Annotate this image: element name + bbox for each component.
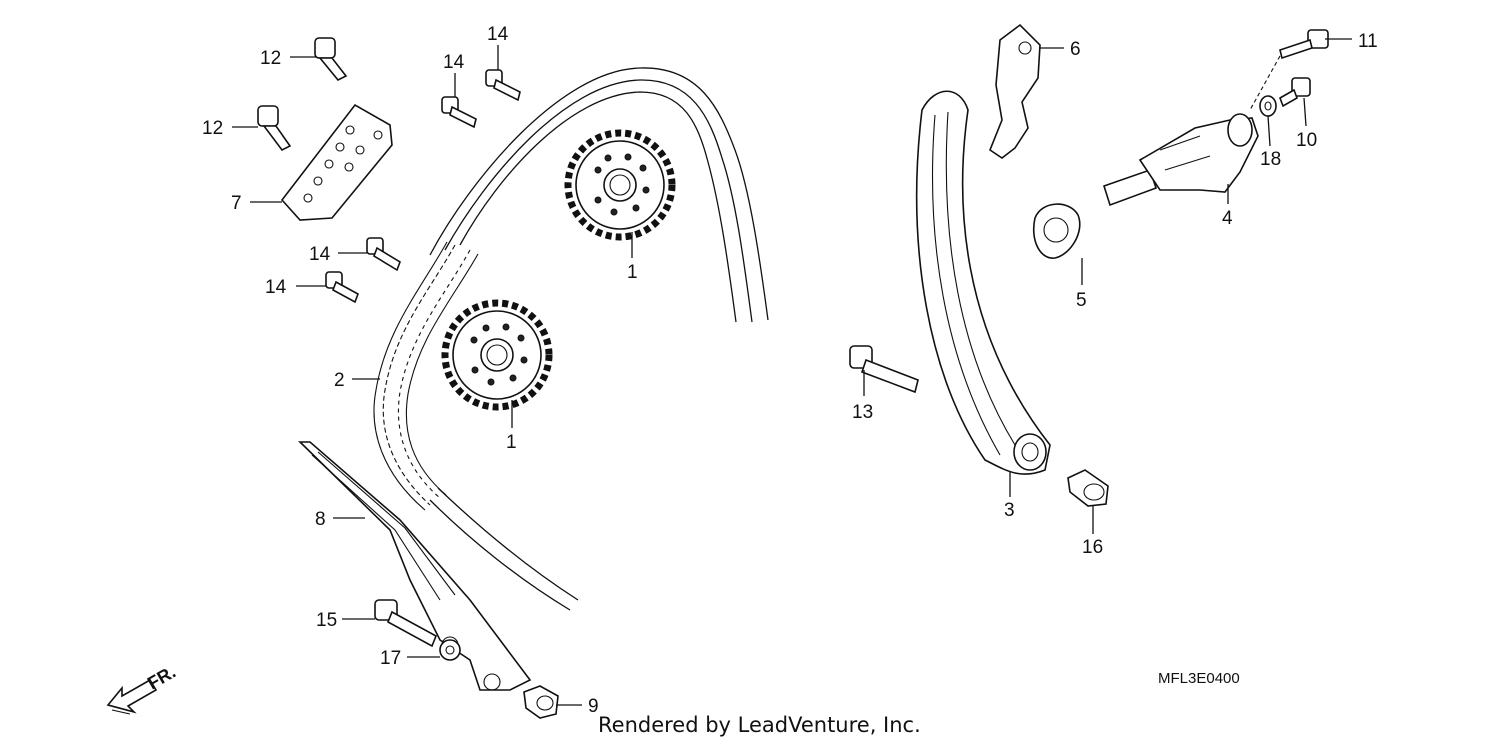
leader-lines <box>232 38 1352 706</box>
bolt-14-d <box>325 271 359 304</box>
callout-17: 17 <box>380 648 401 669</box>
callout-1-lower: 1 <box>506 432 517 453</box>
tensioner-arm <box>915 90 1051 475</box>
bolt-15 <box>374 599 438 648</box>
bolt-12-upper <box>314 37 348 82</box>
cam-sprocket-upper <box>564 129 676 241</box>
washer-17 <box>439 639 461 661</box>
front-direction-arrow: FR. <box>106 662 179 715</box>
bolt-10 <box>1279 77 1311 108</box>
bolt-14-a <box>485 69 521 102</box>
chain-guide-8 <box>298 441 532 691</box>
pivot-bolt-13 <box>849 345 919 394</box>
callout-12-lower: 12 <box>202 118 223 139</box>
bolt-14-b <box>441 96 477 129</box>
guide-plate <box>280 103 393 221</box>
callout-12-upper: 12 <box>260 48 281 69</box>
callout-14-c: 14 <box>309 244 331 265</box>
bolt-14-c <box>366 237 401 272</box>
callout-11: 11 <box>1358 31 1378 52</box>
callout-3: 3 <box>1004 500 1015 521</box>
tensioner-lifter <box>1103 113 1259 207</box>
callout-6: 6 <box>1070 39 1081 60</box>
callout-4: 4 <box>1222 208 1233 229</box>
callout-14-a: 14 <box>487 24 509 45</box>
callout-10: 10 <box>1296 130 1317 151</box>
callout-9: 9 <box>588 696 599 717</box>
callout-15: 15 <box>316 610 337 631</box>
callout-16: 16 <box>1082 537 1103 558</box>
bolt-12-lower <box>257 105 292 152</box>
diagram-code: MFL3E0400 <box>1158 670 1240 687</box>
callout-2: 2 <box>334 370 345 391</box>
callout-1-upper: 1 <box>627 262 638 283</box>
callout-8: 8 <box>315 509 326 530</box>
collar-16 <box>1067 469 1109 507</box>
gasket-5 <box>1033 203 1081 259</box>
callout-18: 18 <box>1260 149 1281 170</box>
stopper-6 <box>989 23 1041 159</box>
credit-text: Rendered by LeadVenture, Inc. <box>598 713 921 737</box>
callout-14-d: 14 <box>265 277 287 298</box>
callout-labels: 1 1 2 3 4 5 6 7 8 9 10 11 12 12 13 14 14… <box>202 24 1378 717</box>
callout-5: 5 <box>1076 290 1087 311</box>
callout-7: 7 <box>231 193 242 214</box>
collar-9 <box>523 685 559 719</box>
cam-sprocket-lower <box>441 299 553 411</box>
cam-chain <box>373 67 769 611</box>
callout-14-b: 14 <box>443 52 465 73</box>
callout-13: 13 <box>852 402 873 423</box>
washer-18 <box>1259 95 1277 117</box>
